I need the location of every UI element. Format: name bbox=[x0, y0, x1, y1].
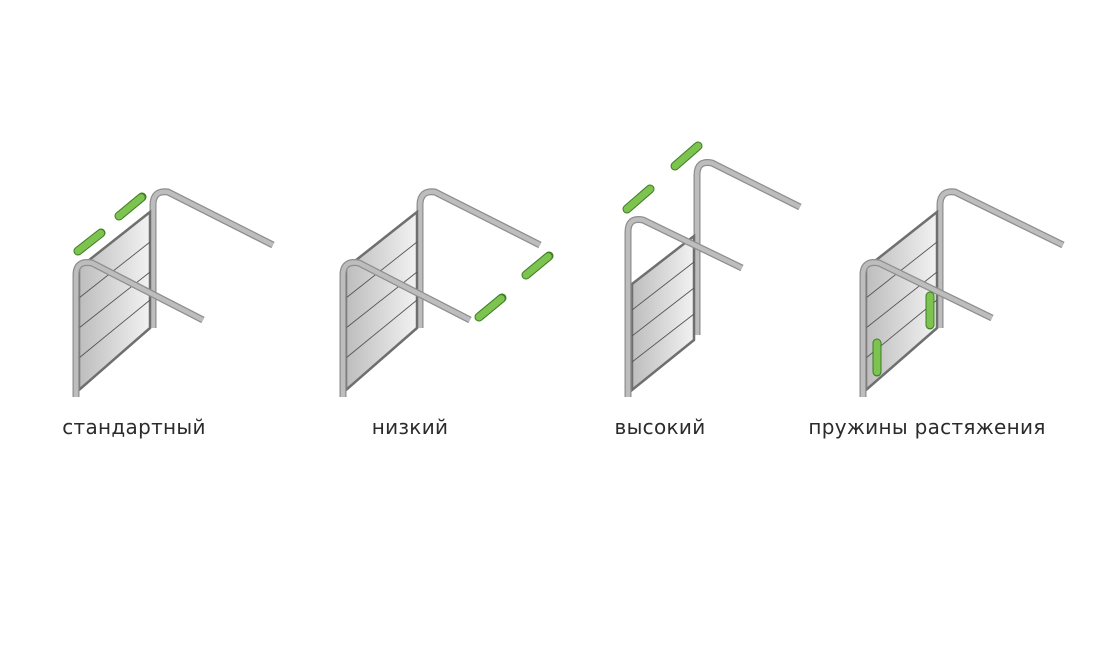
label-high: высокий bbox=[614, 415, 706, 439]
door-low bbox=[339, 188, 554, 397]
spring-icon bbox=[521, 251, 554, 280]
spring-icon bbox=[670, 141, 703, 171]
label-extension-springs: пружины растяжения bbox=[808, 415, 1046, 439]
rear-track bbox=[693, 159, 802, 335]
spring-icon bbox=[73, 228, 106, 256]
rear-track bbox=[936, 188, 1065, 328]
spring-icon bbox=[474, 293, 507, 322]
door-panel bbox=[344, 209, 419, 393]
spring-icon bbox=[622, 184, 655, 214]
door-extension-springs bbox=[859, 188, 1065, 397]
door-panel bbox=[630, 233, 696, 393]
label-standard: стандартный bbox=[62, 415, 206, 439]
spring-icon bbox=[114, 192, 147, 221]
label-low: низкий bbox=[371, 415, 449, 439]
door-high bbox=[622, 141, 802, 397]
door-standard bbox=[72, 188, 275, 397]
